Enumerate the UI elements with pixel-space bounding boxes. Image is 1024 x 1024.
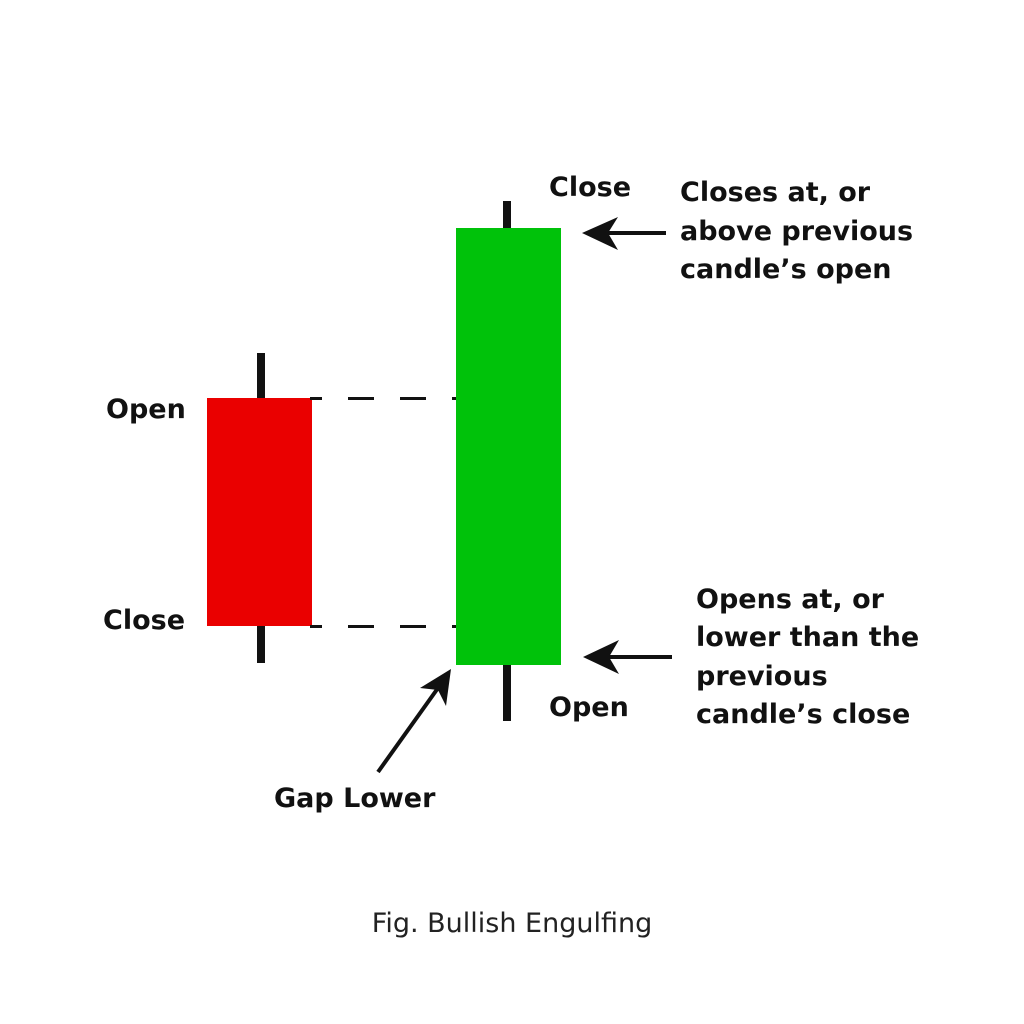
open-annotation: Opens at, or lower than the previous can… [696,584,929,730]
close-annotation: Closes at, or above previous candle’s op… [680,177,922,285]
engulfing-candle-close-label: Close [549,172,631,203]
open-annotation-line: lower than the [696,622,919,653]
arrow-left-icon [582,217,666,250]
engulfing-candle [456,201,561,721]
engulfing-candle-body [456,228,561,665]
close-annotation-line: candle’s open [680,254,891,285]
open-annotation-line: Opens at, or [696,584,885,615]
engulfing-candle-wick-lower [503,664,511,721]
previous-candle-wick-lower [257,625,265,663]
close-annotation-line: above previous [680,216,913,247]
arrow-left-icon [583,640,672,674]
engulfing-candle-wick-upper [503,201,511,229]
close-annotation-line: Closes at, or [680,177,871,208]
gap-lower-label: Gap Lower [274,783,436,814]
previous-candle-body [207,398,312,626]
previous-candle [207,353,312,663]
open-annotation-line: previous [696,661,828,692]
arrow-up-right-icon [376,669,451,774]
previous-candle-open-label: Open [106,394,186,425]
engulfing-candle-open-label: Open [549,692,629,723]
previous-candle-wick-upper [257,353,265,399]
open-annotation-line: candle’s close [696,699,910,730]
figure-caption: Fig. Bullish Engulfing [372,908,652,939]
previous-candle-close-label: Close [103,605,185,636]
